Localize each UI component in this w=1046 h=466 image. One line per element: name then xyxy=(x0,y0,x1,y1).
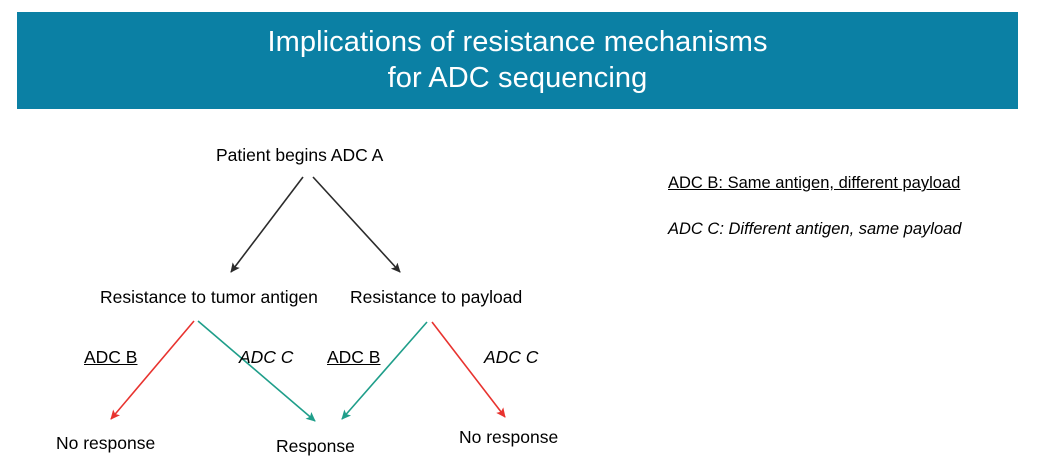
page-title: Implications of resistance mechanisms fo… xyxy=(267,26,768,94)
node-outcome-response: Response xyxy=(276,436,355,456)
node-outcome-no-response-right: No response xyxy=(459,427,559,447)
edge-label-adc-b-branch2: ADC B xyxy=(327,347,381,367)
arrow-antigen-adcb-no-response xyxy=(110,320,195,420)
arrow-payload-adcb-response xyxy=(341,321,428,420)
node-resistance-to-payload: Resistance to payload xyxy=(350,287,523,307)
arrow-root-to-antigen xyxy=(230,176,304,273)
legend-item-adc-c: ADC C: Different antigen, same payload xyxy=(668,219,962,238)
node-patient-begins-adc-a: Patient begins ADC A xyxy=(216,145,384,165)
legend-item-adc-b: ADC B: Same antigen, different payload xyxy=(668,174,961,192)
arrow-payload-adcc-no-response xyxy=(431,321,506,418)
edge-label-adc-c-branch2: ADC C xyxy=(484,347,539,367)
edge-label-adc-c-branch1: ADC C xyxy=(239,347,294,367)
legend: ADC B: Same antigen, different payload A… xyxy=(668,174,1018,240)
title-banner: Implications of resistance mechanisms fo… xyxy=(17,12,1018,109)
arrow-root-to-payload xyxy=(312,176,401,273)
arrow-antigen-adcc-response xyxy=(197,320,316,422)
node-outcome-no-response-left: No response xyxy=(56,433,156,453)
edge-label-adc-b-branch1: ADC B xyxy=(84,347,138,367)
node-resistance-to-tumor-antigen: Resistance to tumor antigen xyxy=(100,287,318,307)
